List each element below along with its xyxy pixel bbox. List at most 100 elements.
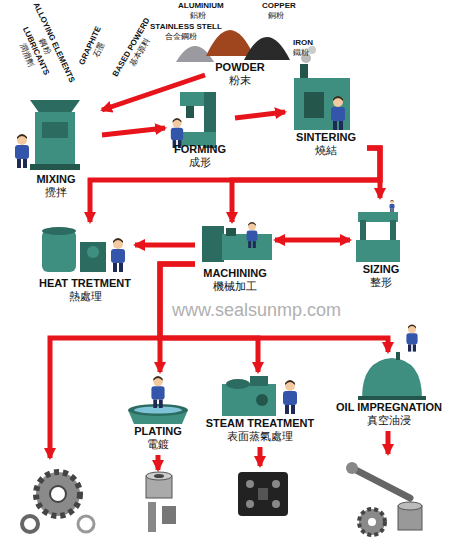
powder-piles [206, 30, 254, 56]
output-arrows [156, 455, 161, 470]
process-step: STEAM TREATMENT表面蒸氣處理 [203, 372, 318, 444]
heat-treatment-machine [111, 238, 125, 272]
material-label: 銅粉 [268, 11, 284, 21]
step-name: FORMING [174, 143, 226, 156]
output-arrows [258, 447, 263, 466]
flow-arrow [160, 264, 388, 352]
product-bushing [148, 502, 156, 532]
watermark: www.sealsunmp.com [172, 300, 341, 320]
heat-treatment-machine [42, 227, 76, 235]
oil-tank [406, 324, 417, 351]
material-label: ALUMINIUM [178, 1, 224, 11]
lathe [247, 222, 258, 248]
step-name-chinese: 燒結 [315, 144, 337, 157]
process-step: POWDER粉末 [205, 22, 275, 88]
sizing-press [390, 200, 395, 212]
product-plate [272, 500, 280, 508]
sintering-furnace [294, 78, 350, 130]
mixing-machine [35, 112, 75, 166]
sizing-press [356, 240, 400, 262]
sintering-furnace [300, 64, 308, 80]
step-name-chinese: 機械加工 [213, 280, 257, 293]
flow-arrow [90, 148, 380, 222]
product-plate [246, 500, 254, 508]
mixing-machine [15, 134, 29, 168]
process-step: SINTERING燒結 [285, 62, 367, 158]
sintering-furnace [308, 46, 316, 54]
process-step: OIL IMPREGNATION真空油浸 [332, 352, 446, 428]
product-bushing [146, 472, 176, 532]
step-name: OIL IMPREGNATION [336, 401, 442, 414]
label-group: GRAPHITE石墨 [77, 25, 113, 71]
product-levers [352, 468, 410, 498]
step-name-chinese: 電鍍 [147, 438, 169, 451]
step-name: MIXING [36, 173, 75, 186]
product-levers [398, 502, 422, 510]
sizing-press [356, 200, 400, 262]
step-name: SINTERING [296, 131, 356, 144]
product-plate [238, 472, 288, 516]
product-bushing [154, 474, 164, 478]
mixing-machine [42, 122, 68, 138]
output-arrows [50, 338, 160, 458]
step-name-chinese: 整形 [370, 276, 392, 289]
material-label: COPPER [262, 1, 296, 11]
oil-tank [362, 358, 422, 398]
label-group: ALLOYING ELEMENTS鋼粉LUBRICANTS潤滑劑 [3, 1, 76, 97]
process-step: HEAT TRETMENT熱處理 [35, 222, 135, 304]
material-label: 鋁粉 [190, 11, 206, 21]
mixing-machine [15, 100, 80, 170]
steam-machine [256, 394, 268, 406]
step-name-chinese: 熱處理 [69, 290, 102, 303]
flow-arrow [275, 238, 350, 243]
oil-tank [396, 352, 400, 360]
flow-arrow [135, 243, 195, 248]
step-name: POWDER [215, 61, 265, 74]
mixing-machine [30, 164, 80, 170]
heat-treatment-machine [42, 227, 125, 272]
flow-arrow [235, 112, 285, 118]
product-bushing [162, 506, 176, 524]
product-levers [359, 509, 385, 535]
product-plate [246, 480, 254, 488]
product-gears [50, 486, 66, 502]
mixing-machine [30, 100, 80, 114]
sintering-furnace [294, 46, 350, 130]
product-gears [22, 472, 94, 532]
material-label: 合金鋼粉 [165, 32, 197, 42]
product-plate [258, 488, 268, 500]
step-name: STEAM TREATMENT [206, 417, 315, 430]
step-name-chinese: 攪拌 [45, 186, 67, 199]
sizing-press [360, 220, 366, 242]
process-step: MACHINING機械加工 [195, 222, 275, 294]
steam-machine [222, 384, 276, 416]
flow-arrow [232, 148, 380, 222]
process-step: MIXING攪拌 [10, 96, 102, 200]
lathe [202, 222, 272, 262]
product-plate [272, 480, 280, 488]
plating-tub [128, 376, 188, 424]
product-plate [238, 472, 288, 516]
process-step: SIZING整形 [350, 198, 412, 290]
steam-machine [222, 376, 297, 416]
forming-press [171, 92, 216, 148]
process-step: PLATING電鍍 [118, 372, 198, 452]
step-name: MACHINING [203, 267, 267, 280]
sintering-furnace [331, 96, 345, 130]
flow-arrow [102, 75, 205, 110]
step-name-chinese: 真空油浸 [367, 414, 411, 427]
product-gears [22, 516, 38, 532]
steam-machine [226, 379, 250, 389]
product-bushing [146, 472, 172, 480]
steam-machine [283, 380, 297, 414]
flow-arrow [367, 148, 380, 198]
heat-treatment-machine [80, 242, 106, 272]
product-levers [368, 518, 376, 526]
sintering-furnace [304, 92, 324, 118]
heat-treatment-machine [42, 230, 76, 272]
step-name-chinese: 成形 [189, 156, 211, 169]
product-levers [346, 462, 358, 474]
product-gears [78, 516, 94, 532]
